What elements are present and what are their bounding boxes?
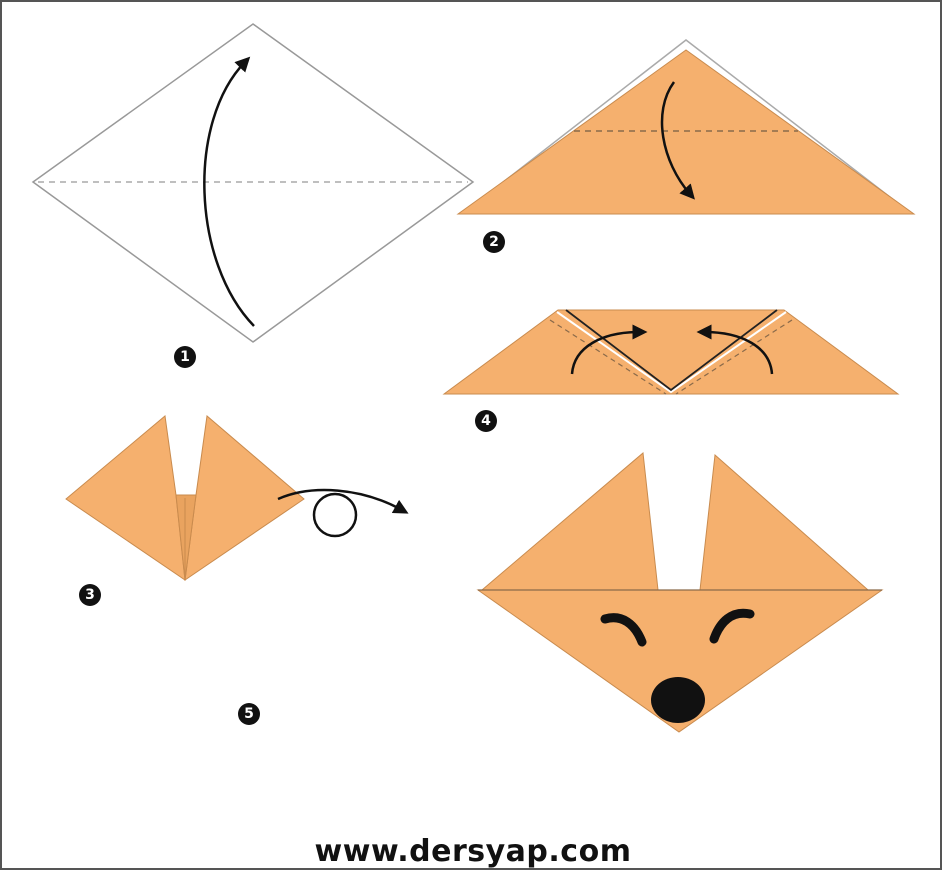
fold-in-arrow-right	[696, 324, 774, 375]
step-4-figure	[442, 309, 900, 395]
fox-nose	[651, 677, 705, 723]
left-ear	[480, 452, 659, 591]
step-1-figure	[31, 23, 475, 343]
paper-triangle	[456, 49, 916, 215]
step-badge-2: 2	[483, 231, 505, 253]
step-badge-3: 3	[79, 584, 101, 606]
fold-down-arrow	[660, 81, 695, 200]
step-5-figure	[476, 452, 884, 733]
right-ear	[699, 453, 870, 591]
right-eye	[709, 608, 755, 644]
center-flap	[175, 494, 197, 581]
paper-trapezoid	[442, 309, 900, 395]
left-ear-flap	[65, 415, 186, 582]
left-eye	[600, 613, 647, 647]
fold-up-arrow	[203, 56, 255, 327]
fold-in-arrow-left	[570, 324, 648, 375]
fold-line-left	[549, 319, 667, 395]
step-badge-1: 1	[174, 346, 196, 368]
paper-square	[31, 23, 475, 343]
fold-line-right	[675, 319, 793, 395]
step-3-figure	[65, 415, 409, 582]
fold-crease-dark	[565, 309, 778, 392]
step-2-figure	[456, 39, 916, 215]
step-badge-4: 4	[475, 410, 497, 432]
step-badge-5: 5	[238, 703, 260, 725]
fold-crease	[556, 311, 787, 394]
footer-url: www.dersyap.com	[314, 834, 632, 869]
turn-over-arrow	[277, 488, 409, 514]
turn-over-loop	[312, 492, 358, 538]
right-ear-flap	[184, 415, 305, 582]
paper-back-edge	[461, 39, 913, 215]
